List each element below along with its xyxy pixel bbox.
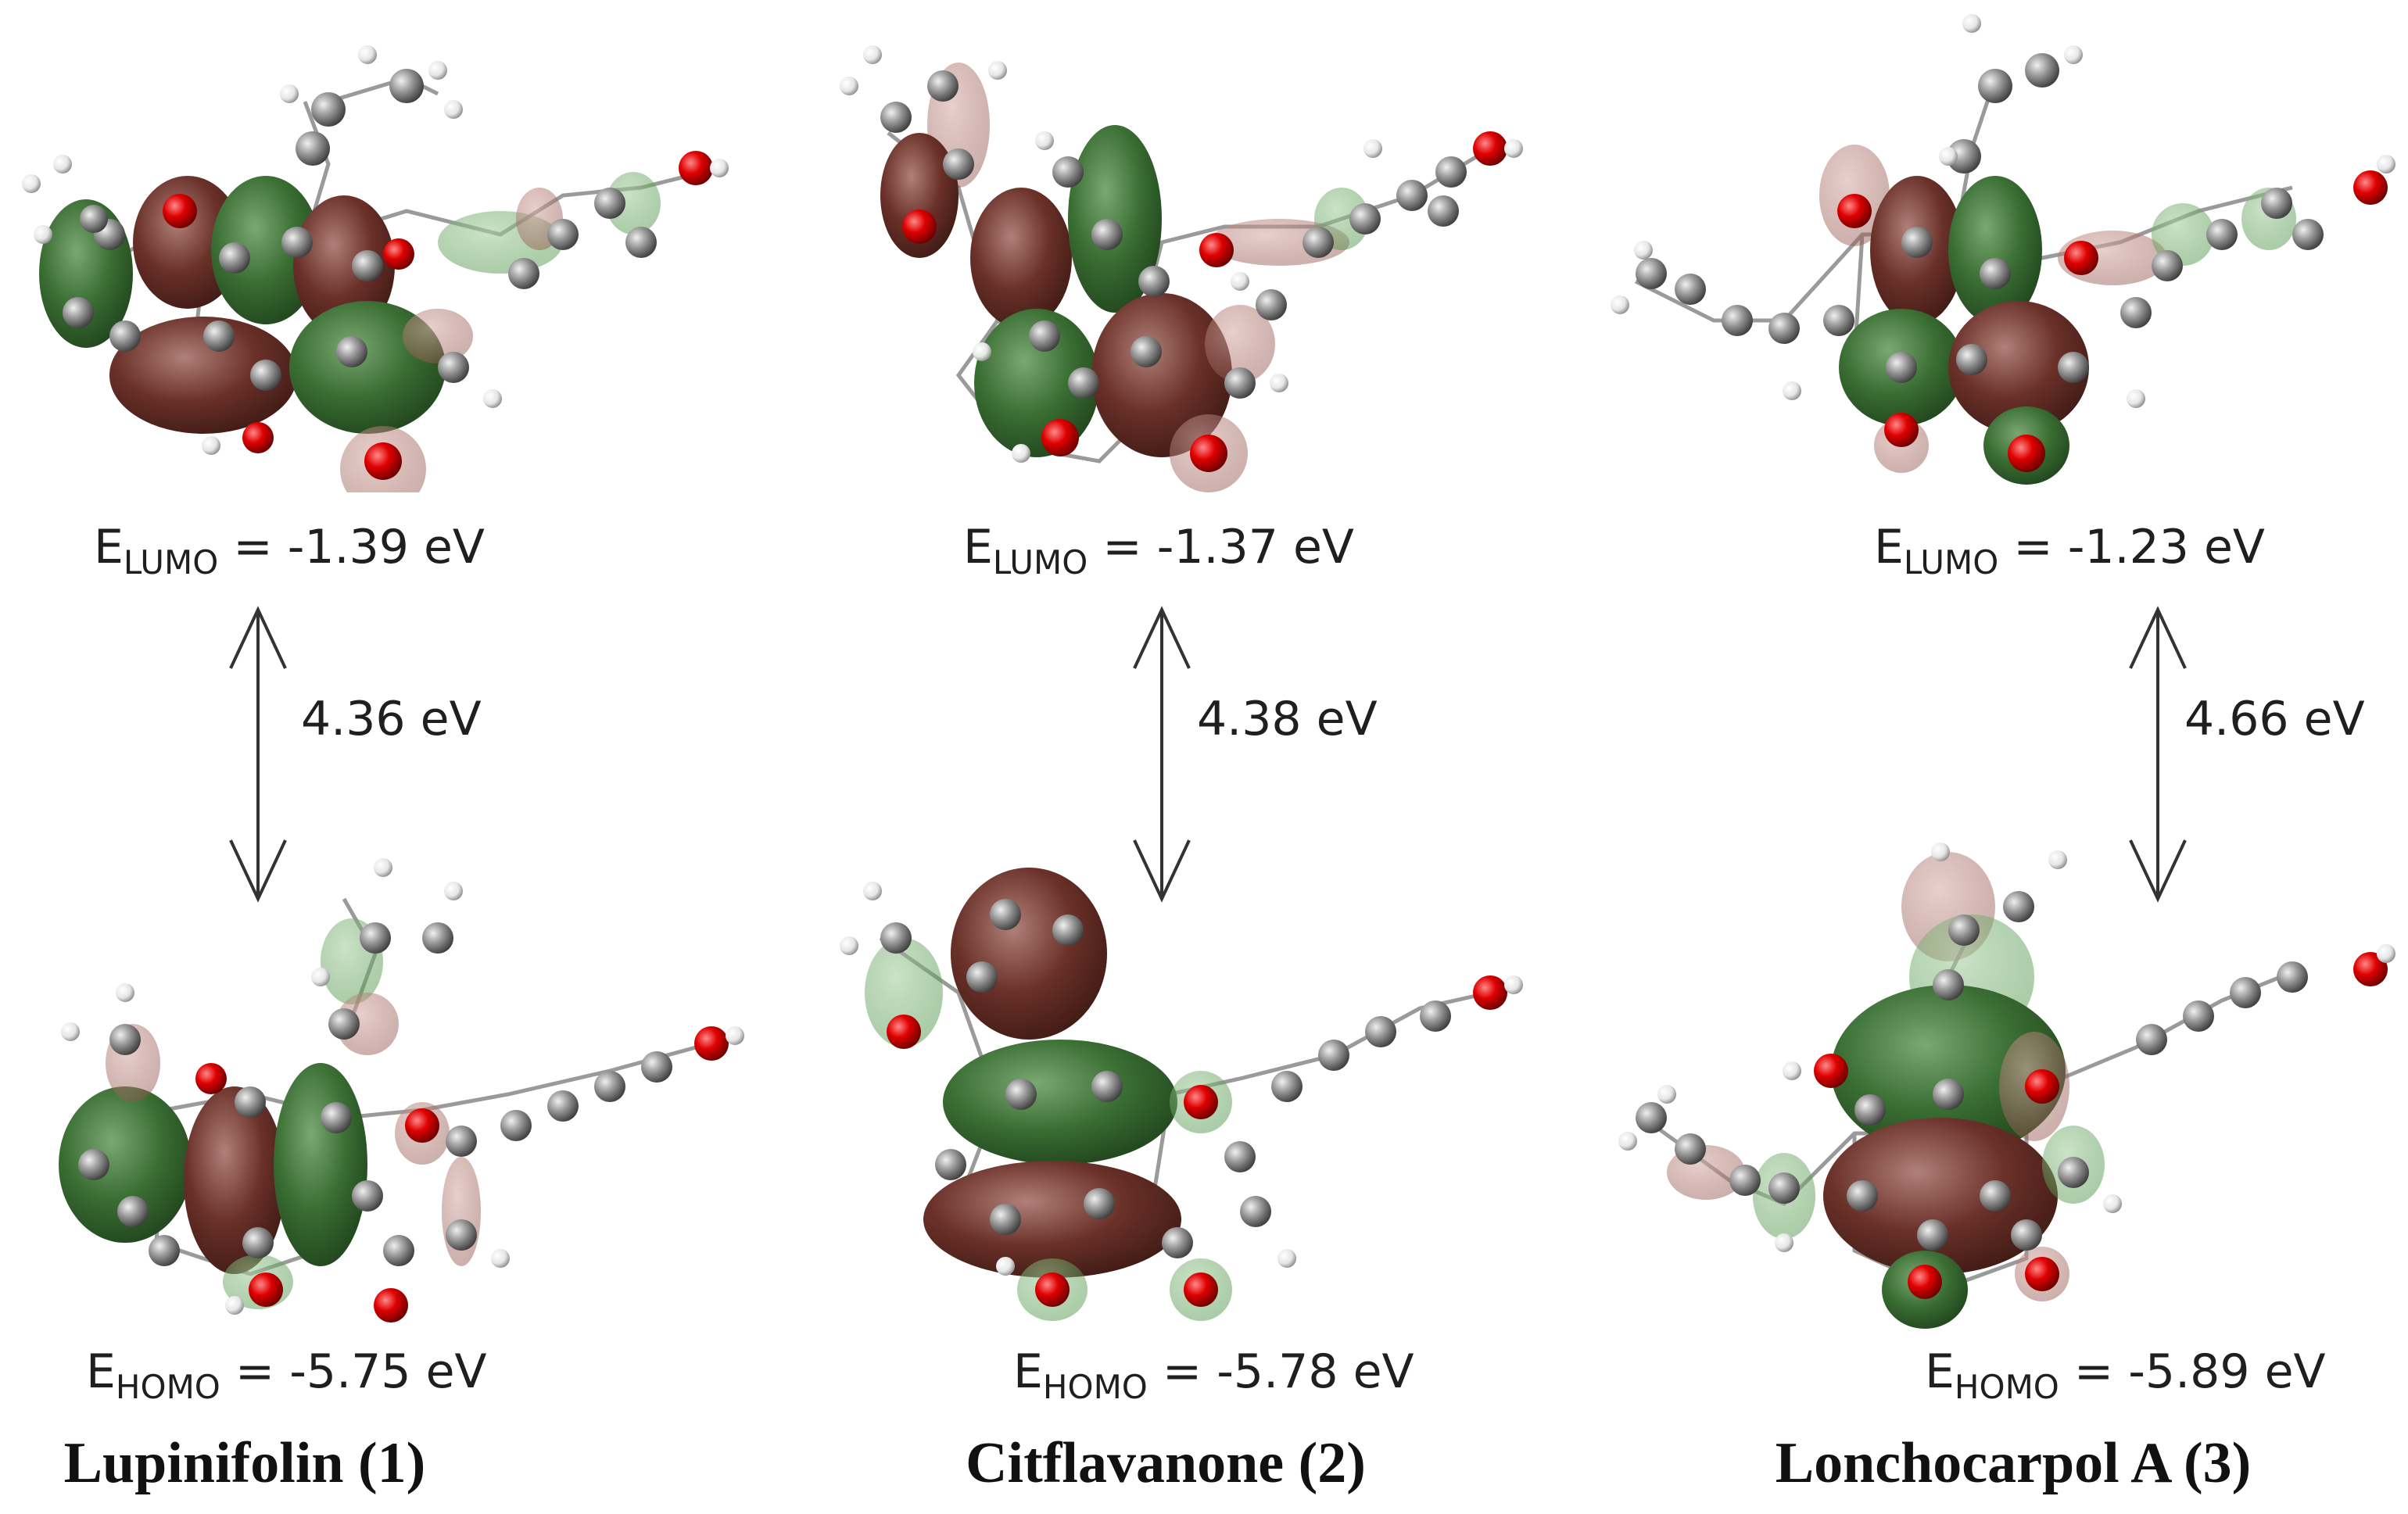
compound-name: Lupinifolin (1) (63, 1431, 426, 1495)
homo-energy-label: EHOMO = -5.78 eV (1013, 1344, 1414, 1406)
panel-lupinifolin: ELUMO = -1.39 eV 4.36 eV (0, 0, 802, 1514)
panel-citflavanone: ELUMO = -1.37 eV 4.38 eV (802, 0, 1604, 1514)
atoms (840, 882, 1523, 1307)
homo-energy-label: EHOMO = -5.89 eV (1925, 1344, 2326, 1406)
lumo-energy-label: ELUMO = -1.39 eV (94, 520, 485, 582)
atoms (1611, 14, 2395, 472)
energy-gap-double-arrow (2129, 606, 2187, 903)
homo-energy-label: EHOMO = -5.75 eV (86, 1344, 487, 1406)
energy-gap-label: 4.36 eV (301, 692, 482, 746)
lonchocarpol-a-homo-orbital-image (1618, 843, 2395, 1329)
lupinifolin-lumo-orbital-image (22, 45, 729, 492)
energy-gap-double-arrow (1133, 606, 1191, 903)
energy-gap-label: 4.66 eV (2184, 692, 2365, 746)
homo-lobes (865, 868, 1232, 1321)
atoms (1618, 843, 2395, 1299)
lumo-energy-label: ELUMO = -1.23 eV (1874, 520, 2265, 582)
atoms (840, 45, 1523, 472)
atoms (61, 858, 744, 1323)
lumo-lobes (880, 63, 1369, 492)
panel-lonchocarpol-a: ELUMO = -1.23 eV 4.66 eV (1604, 0, 2406, 1514)
lonchocarpol-a-lumo-orbital-image (1611, 14, 2395, 485)
atoms (22, 45, 729, 480)
energy-gap-double-arrow (229, 606, 287, 903)
compound-name: Lonchocarpol A (3) (1775, 1431, 2252, 1495)
lupinifolin-homo-orbital-image (59, 858, 744, 1323)
energy-gap-label: 4.38 eV (1197, 692, 1378, 746)
lumo-energy-label: ELUMO = -1.37 eV (963, 520, 1354, 582)
citflavanone-homo-orbital-image (840, 868, 1523, 1321)
compound-name: Citflavanone (2) (966, 1431, 1366, 1495)
citflavanone-lumo-orbital-image (840, 45, 1523, 492)
